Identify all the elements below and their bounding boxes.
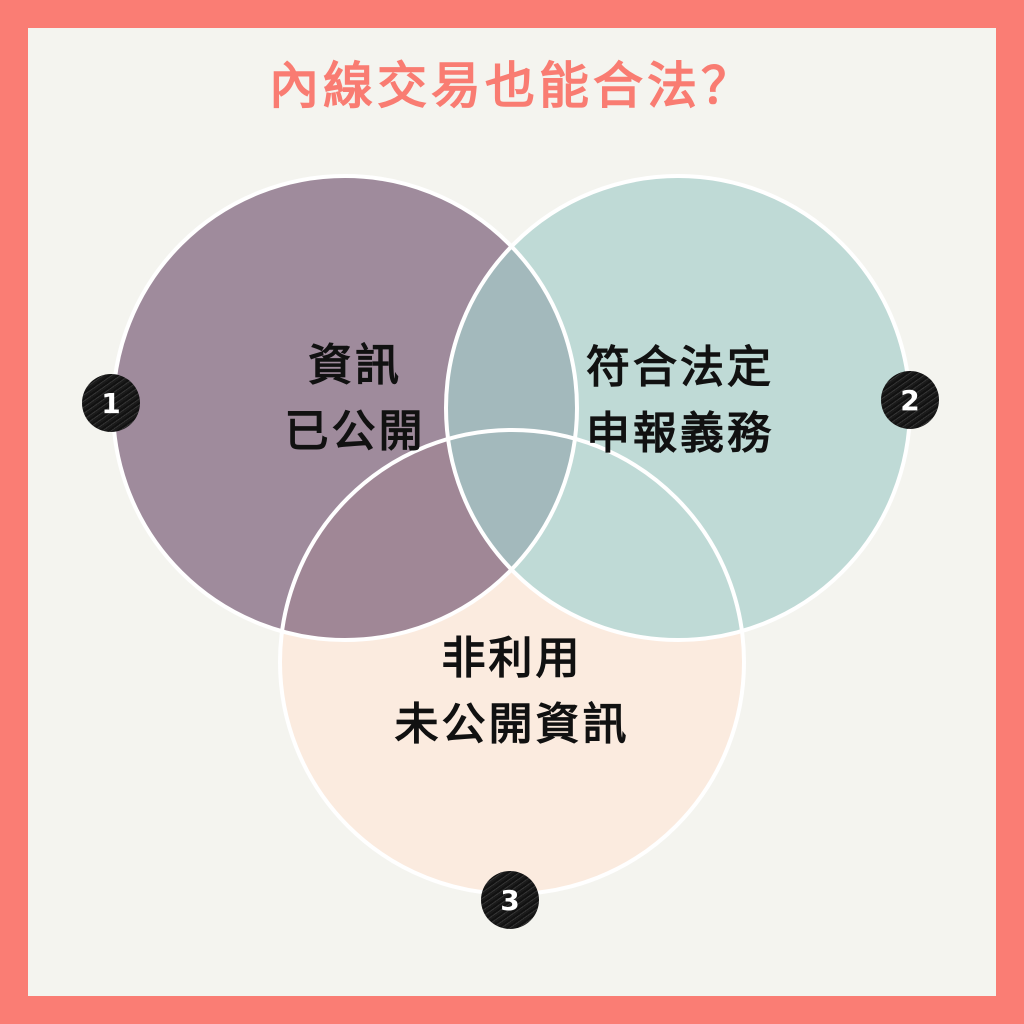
number-badge-2: 2 xyxy=(881,371,939,429)
circle-3-line2: 未公開資訊 xyxy=(394,699,630,750)
circle-3-line1: 非利用 xyxy=(441,633,583,684)
overlap-1-3 xyxy=(280,430,577,640)
overlap-2-3 xyxy=(446,430,744,640)
circle-1-label: 資訊 已公開 xyxy=(250,333,460,465)
number-badge-1: 1 xyxy=(82,374,140,432)
badge-3-number: 3 xyxy=(500,883,520,917)
circle-3-label: 非利用 未公開資訊 xyxy=(362,626,662,758)
circle-1-line2: 已公開 xyxy=(284,406,426,457)
circle-1-line1: 資訊 xyxy=(308,340,402,391)
circle-2-line2: 申報義務 xyxy=(586,408,774,459)
circle-2-label: 符合法定 申報義務 xyxy=(560,335,800,467)
circle-2-line1: 符合法定 xyxy=(586,342,774,393)
number-badge-3: 3 xyxy=(481,871,539,929)
page-title: 內線交易也能合法？ xyxy=(269,57,755,115)
badge-2-number: 2 xyxy=(900,383,920,417)
badge-1-number: 1 xyxy=(101,386,121,420)
